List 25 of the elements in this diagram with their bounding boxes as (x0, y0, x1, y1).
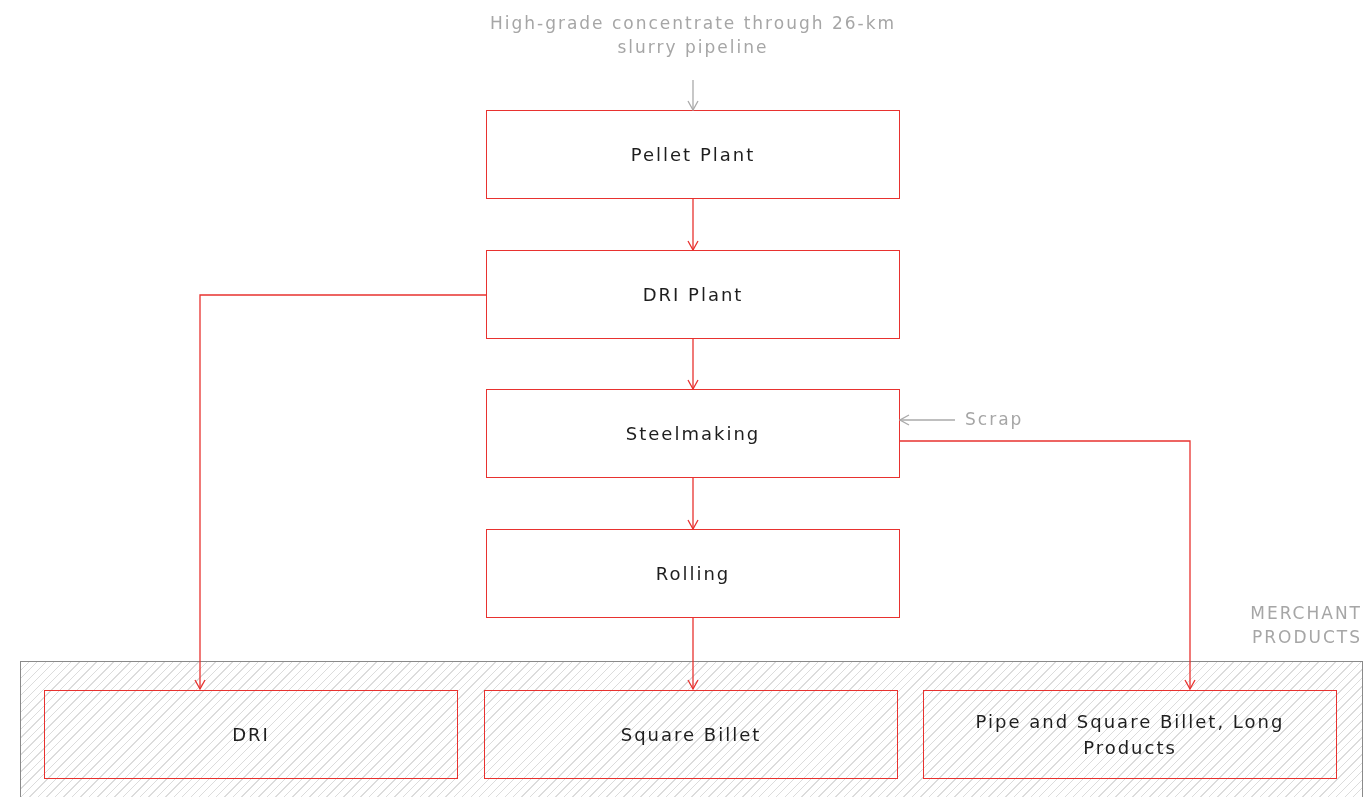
node-label: Pellet Plant (630, 142, 756, 167)
node-label: Steelmaking (625, 421, 761, 446)
node-label: High-grade concentrate through 26-km slurry pipeline (488, 12, 898, 59)
node-label: Pipe and Square Billet, Long Products (974, 710, 1286, 760)
process-box (486, 529, 900, 618)
product-box (923, 690, 1337, 779)
arrow (899, 414, 956, 426)
arrow (687, 198, 699, 251)
product-box (484, 690, 898, 779)
node-label: Rolling (655, 561, 731, 586)
node-label: Square Billet (620, 722, 762, 747)
arrow (687, 338, 699, 390)
process-box (486, 389, 900, 478)
process-box (486, 110, 900, 199)
arrow (899, 440, 1196, 690)
node-label: DRI (232, 722, 270, 747)
node-label: Scrap (965, 408, 1024, 432)
arrow (687, 617, 699, 690)
arrow (687, 477, 699, 530)
panel-heading: MERCHANT PRODUCTS (1249, 602, 1362, 650)
process-box (486, 250, 900, 339)
arrow (687, 79, 699, 111)
node-label: DRI Plant (642, 282, 744, 307)
product-box (44, 690, 458, 779)
arrow (194, 294, 487, 690)
